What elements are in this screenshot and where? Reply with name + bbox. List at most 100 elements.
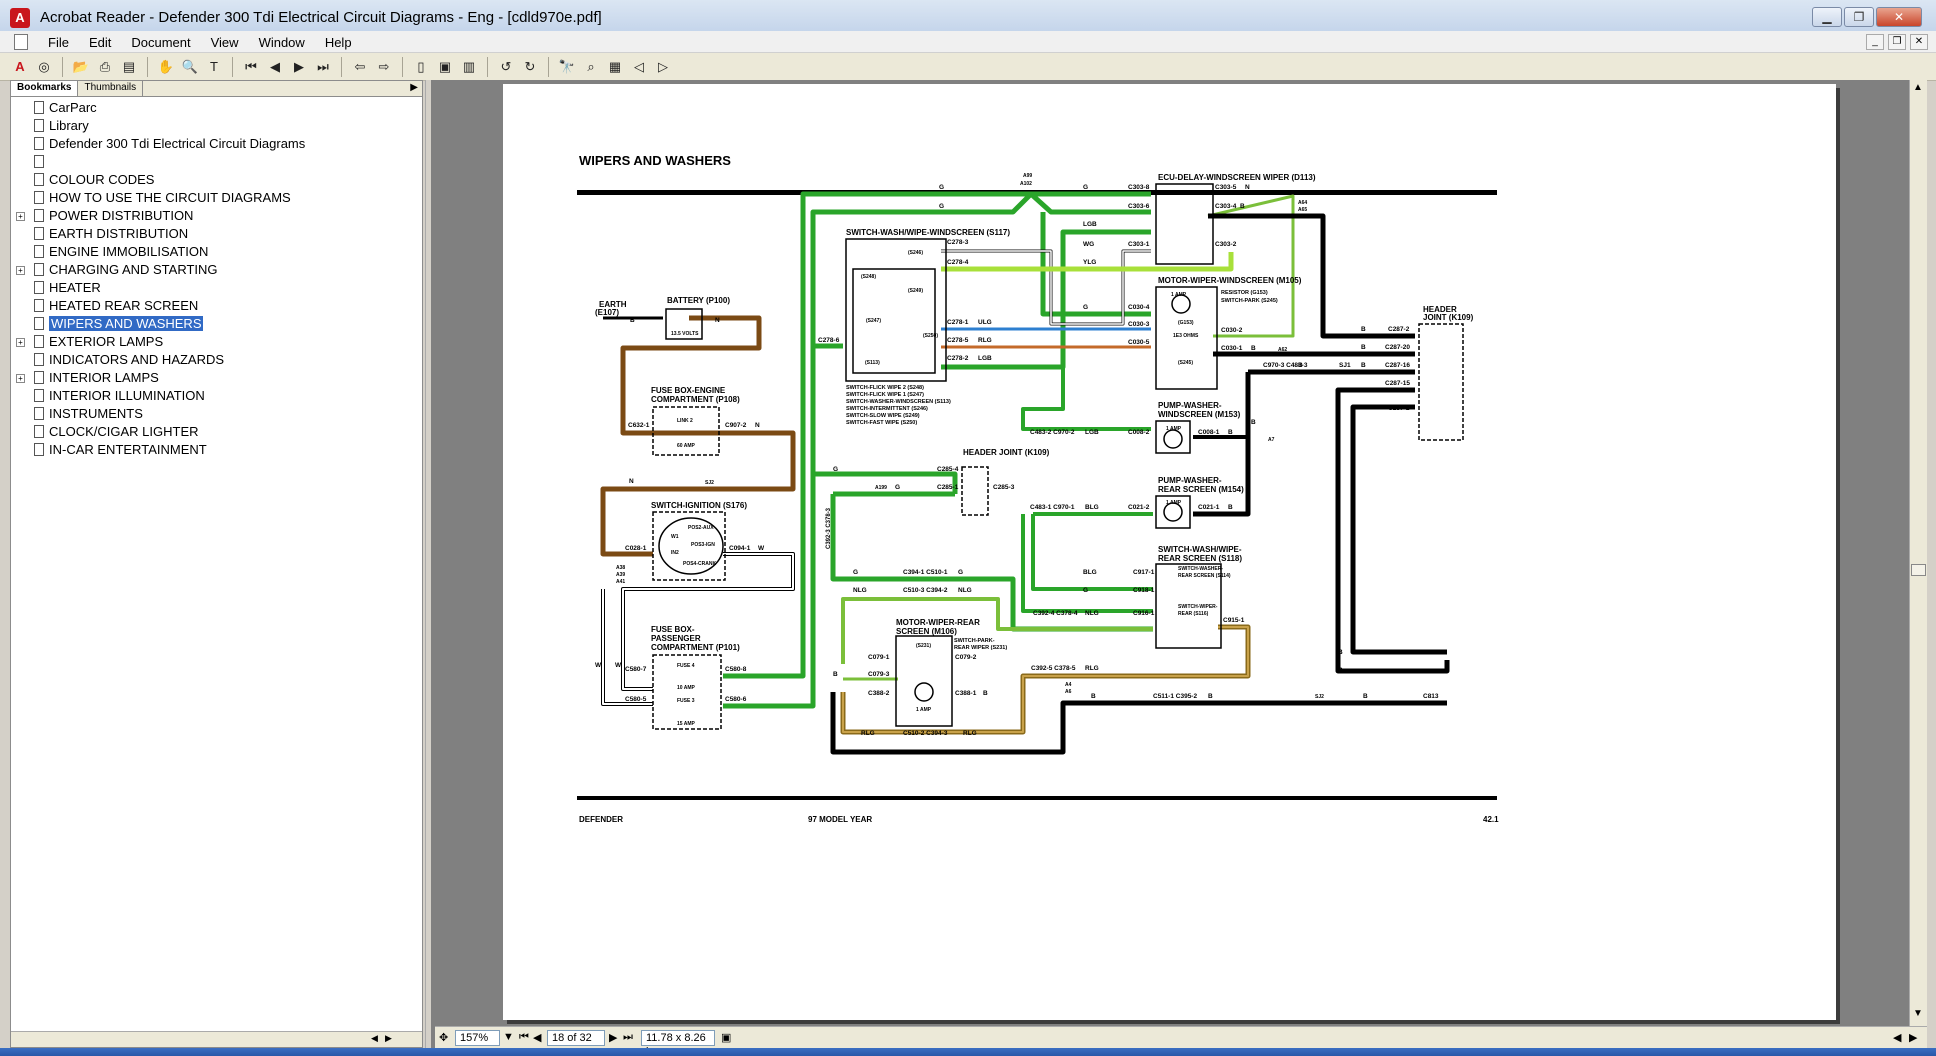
bookmark-item[interactable]: HEATED REAR SCREEN xyxy=(11,297,422,315)
bookmark-item[interactable]: +CHARGING AND STARTING xyxy=(11,261,422,279)
next-highlight-icon[interactable]: ▷ xyxy=(658,58,668,74)
bookmark-item[interactable]: +POWER DISTRIBUTION xyxy=(11,207,422,225)
page-size-menu-icon[interactable]: ▣ xyxy=(721,1032,732,1044)
lbl-c3925: C392-5 C378-5 xyxy=(1031,665,1076,672)
bookmark-item[interactable]: EARTH DISTRIBUTION xyxy=(11,225,422,243)
next-page-status-icon[interactable]: ▶ xyxy=(609,1032,618,1044)
select-text-icon[interactable]: T xyxy=(210,58,218,74)
expand-icon[interactable]: + xyxy=(16,212,25,221)
scroll-up-icon[interactable]: ▲ xyxy=(1913,82,1923,93)
bookmark-item[interactable]: CarParc xyxy=(11,99,422,117)
bookmark-item[interactable]: INTERIOR ILLUMINATION xyxy=(11,387,422,405)
page-layout-icon[interactable]: ✥ xyxy=(439,1032,449,1044)
first-page-icon[interactable]: ⏮ xyxy=(245,58,257,74)
fit-width-icon[interactable]: ▥ xyxy=(462,58,476,74)
lbl-a41: A41 xyxy=(616,579,625,585)
next-page-icon[interactable]: ▶ xyxy=(294,58,304,74)
bookmark-item[interactable]: Defender 300 Tdi Electrical Circuit Diag… xyxy=(11,135,422,153)
expand-icon[interactable]: + xyxy=(16,266,25,275)
go-back-icon[interactable]: ⇦ xyxy=(354,58,366,74)
bookmark-item[interactable]: INSTRUMENTS xyxy=(11,405,422,423)
tab-thumbnails[interactable]: Thumbnails xyxy=(78,81,144,96)
acrobat-online-icon[interactable]: ◎ xyxy=(38,58,50,74)
bookmark-item[interactable]: CLOCK/CIGAR LIGHTER xyxy=(11,423,422,441)
menu-help[interactable]: Help xyxy=(324,35,352,50)
previous-highlight-icon[interactable]: ◁ xyxy=(634,58,644,74)
bookmark-item[interactable]: COLOUR CODES xyxy=(11,171,422,189)
acrobat-logo-icon[interactable]: A xyxy=(15,58,25,74)
scroll-left-status-icon[interactable]: ◀ xyxy=(1893,1032,1902,1044)
lbl-link2: LINK 2 xyxy=(677,418,693,424)
vertical-scrollbar[interactable]: ▲ ▼ xyxy=(1909,80,1927,1026)
tab-bookmarks[interactable]: Bookmarks xyxy=(11,81,79,96)
find-icon[interactable]: 🔭 xyxy=(558,58,576,74)
bookmark-item[interactable]: +EXTERIOR LAMPS xyxy=(11,333,422,351)
lbl-fusebox-pass: FUSE BOX- xyxy=(651,625,695,634)
minimize-button[interactable]: ▁ xyxy=(1812,7,1842,27)
search-results-icon[interactable]: ▦ xyxy=(608,58,622,74)
bookmark-item[interactable]: INDICATORS AND HAZARDS xyxy=(11,351,422,369)
document-icon[interactable] xyxy=(14,34,28,50)
ignition-switch-box xyxy=(652,511,726,581)
bookmark-item[interactable]: IN-CAR ENTERTAINMENT xyxy=(11,441,422,459)
zoom-tool-icon[interactable]: 🔍 xyxy=(181,58,199,74)
lbl-s246: (S246) xyxy=(908,250,923,256)
prev-page-status-icon[interactable]: ◀ xyxy=(533,1032,542,1044)
bookmark-item[interactable]: Library xyxy=(11,117,422,135)
open-icon[interactable]: 📂 xyxy=(72,58,90,74)
rotate-left-icon[interactable]: ↺ xyxy=(500,58,512,74)
bookmark-item[interactable]: ENGINE IMMOBILISATION xyxy=(11,243,422,261)
bookmark-item[interactable]: WIPERS AND WASHERS xyxy=(11,315,422,333)
show-hide-navigation-icon[interactable]: ▤ xyxy=(122,58,136,74)
bookmark-label: Defender 300 Tdi Electrical Circuit Diag… xyxy=(49,136,306,151)
zoom-field[interactable]: 157% xyxy=(455,1030,500,1046)
lbl-c9703: C970-3 C483-3 xyxy=(1263,362,1308,369)
horizontal-scrollbar[interactable]: ◀ ▶ xyxy=(11,1031,422,1047)
doc-minimize-button[interactable]: _ xyxy=(1866,34,1884,50)
menu-document[interactable]: Document xyxy=(131,35,191,50)
first-page-status-icon[interactable]: ⏮ xyxy=(519,1031,529,1043)
menu-window[interactable]: Window xyxy=(258,35,305,50)
last-page-icon[interactable]: ⏭ xyxy=(317,58,329,74)
lbl-earth: EARTH xyxy=(599,300,627,309)
lbl-c2853: C285-3 xyxy=(993,484,1015,491)
panel-menu-arrow-icon[interactable]: ▶ xyxy=(410,82,418,93)
menu-edit[interactable]: Edit xyxy=(88,35,112,50)
window-title: Acrobat Reader - Defender 300 Tdi Electr… xyxy=(40,9,602,26)
rotate-right-icon[interactable]: ↻ xyxy=(524,58,536,74)
lbl-c3882: C388-2 xyxy=(868,690,890,697)
scroll-down-icon[interactable]: ▼ xyxy=(1913,1008,1923,1019)
expand-icon[interactable]: + xyxy=(16,338,25,347)
hand-tool-icon[interactable]: ✋ xyxy=(157,58,175,74)
close-button[interactable]: ✕ xyxy=(1876,7,1922,27)
menu-view[interactable]: View xyxy=(210,35,239,50)
bookmark-item[interactable]: HEATER xyxy=(11,279,422,297)
scroll-left-icon[interactable]: ◀ xyxy=(371,1033,378,1043)
lbl-b-c3881: B xyxy=(983,690,988,697)
pane-splitter[interactable] xyxy=(425,80,431,1048)
scroll-thumb[interactable] xyxy=(1911,564,1926,576)
zoom-dropdown-icon[interactable]: ▼ xyxy=(503,1031,514,1043)
doc-restore-button[interactable]: ❐ xyxy=(1888,34,1906,50)
last-page-status-icon[interactable]: ⏭ xyxy=(623,1031,633,1043)
bookmark-item[interactable]: +INTERIOR LAMPS xyxy=(11,369,422,387)
search-icon[interactable]: ⌕ xyxy=(587,58,595,74)
menu-file[interactable]: File xyxy=(48,35,69,50)
lbl-c9151: C915-1 xyxy=(1223,617,1245,624)
lbl-c556: C556 xyxy=(1423,649,1439,656)
print-icon[interactable]: ⎙ xyxy=(99,58,111,74)
lbl-lgb-pump: LGB xyxy=(1085,429,1099,436)
scroll-right-icon[interactable]: ▶ xyxy=(385,1033,392,1043)
actual-size-icon[interactable]: ▯ xyxy=(417,58,425,74)
previous-page-icon[interactable]: ◀ xyxy=(270,58,280,74)
expand-icon[interactable]: + xyxy=(16,374,25,383)
page-number-field[interactable]: 18 of 32 xyxy=(547,1030,605,1046)
bookmark-item[interactable]: HOW TO USE THE CIRCUIT DIAGRAMS xyxy=(11,189,422,207)
go-forward-icon[interactable]: ⇨ xyxy=(378,58,390,74)
bookmark-item[interactable] xyxy=(11,153,422,171)
fit-page-icon[interactable]: ▣ xyxy=(438,58,452,74)
maximize-button[interactable]: ❐ xyxy=(1844,7,1874,27)
doc-close-button[interactable]: ✕ xyxy=(1910,34,1928,50)
scroll-right-status-icon[interactable]: ▶ xyxy=(1909,1032,1918,1044)
document-view[interactable]: WIPERS AND WASHERS DEFENDER 97 MODEL YEA… xyxy=(435,80,1909,1026)
